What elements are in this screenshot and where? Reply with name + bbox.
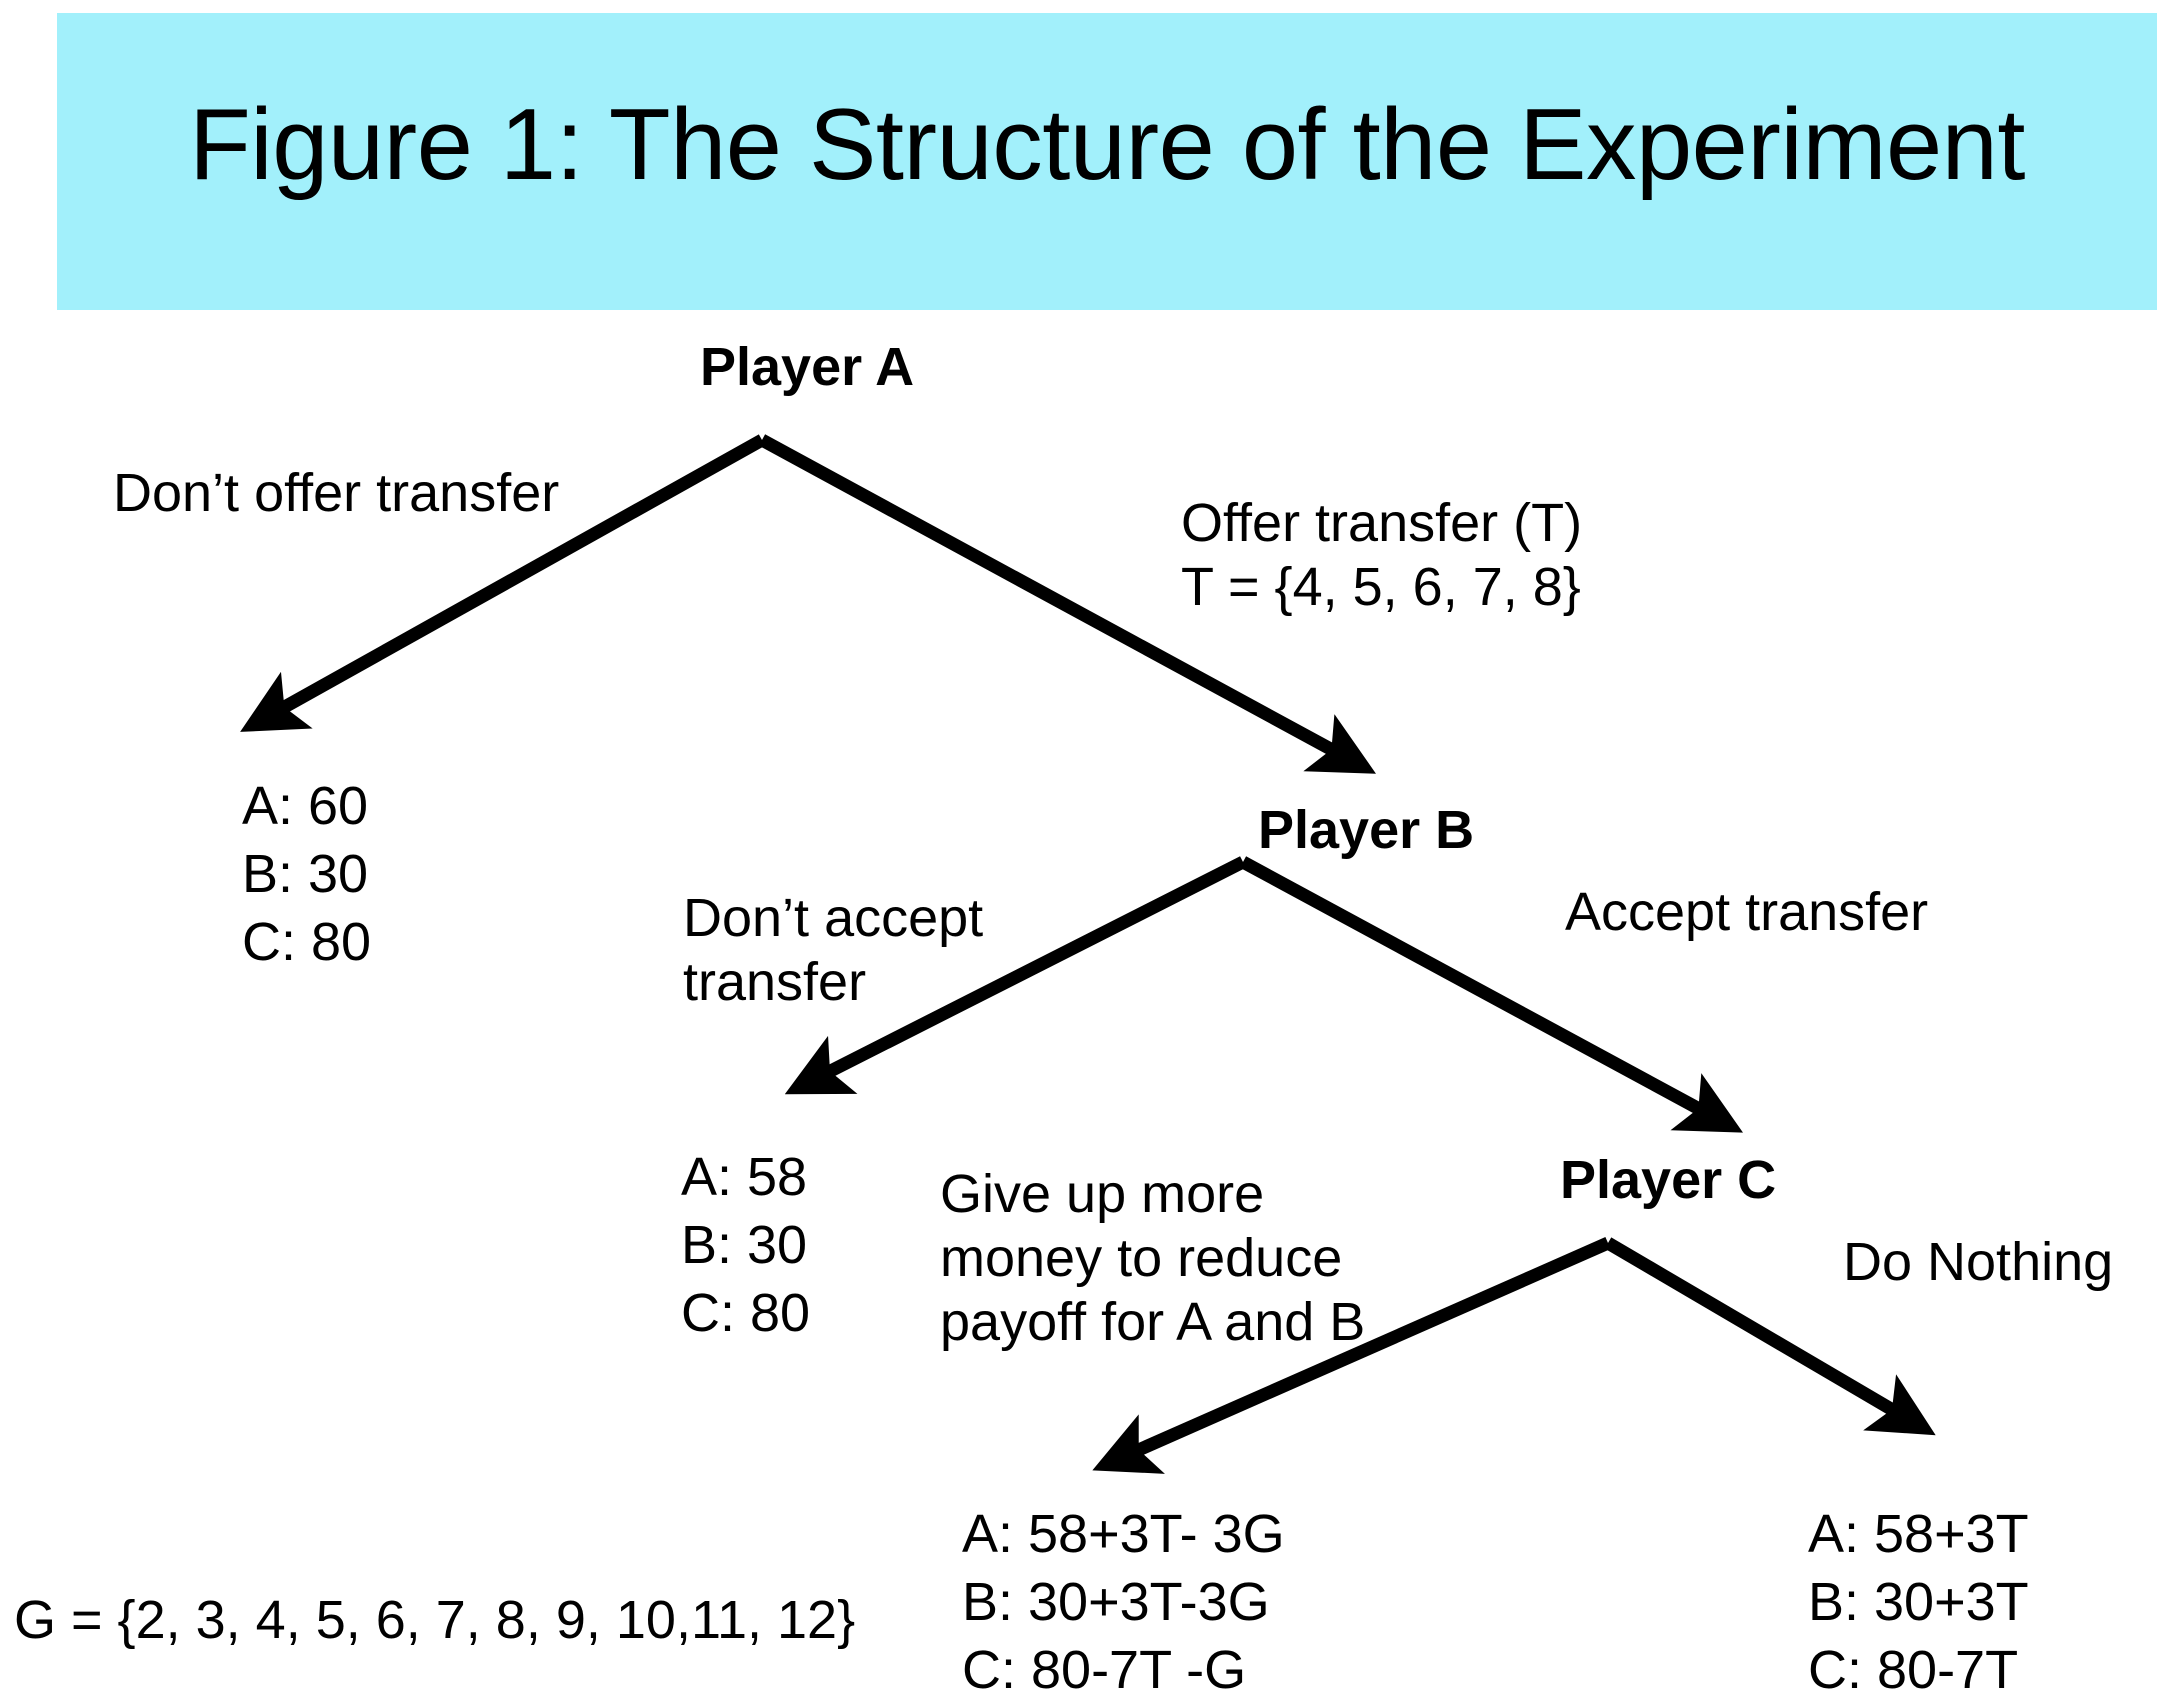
edge-b-accept-transfer (1239, 856, 1744, 1133)
payoff-c: C: 80-7T (1808, 1640, 2019, 1700)
edge-label-dont-offer-transfer: Don’t offer transfer (113, 463, 560, 523)
edge-label-dont-accept-transfer: Don’t accept transfer (683, 888, 984, 1012)
payoff-a: A: 58+3T (1808, 1504, 2029, 1564)
offer-transfer-line-1: Offer transfer (T) (1181, 493, 1583, 553)
edge-b-dont-accept (784, 856, 1246, 1095)
set-definition-g: G = {2, 3, 4, 5, 6, 7, 8, 9, 10,11, 12} (14, 1590, 856, 1650)
page-title: Figure 1: The Structure of the Experimen… (189, 89, 2025, 201)
payoff-b: B: 30 (242, 844, 369, 904)
payoff-node-dont-accept: A: 58 B: 30 C: 80 (681, 1143, 810, 1347)
payoff-b: B: 30 (681, 1215, 808, 1275)
edge-c-give-up (1092, 1237, 1611, 1474)
payoff-c: C: 80-7T -G (962, 1640, 1247, 1700)
node-label-player-c: Player C (1560, 1150, 1777, 1210)
payoff-b: B: 30+3T (1808, 1572, 2029, 1632)
node-label-player-b: Player B (1258, 800, 1475, 860)
payoff-node-do-nothing: A: 58+3T B: 30+3T C: 80-7T (1808, 1500, 2029, 1703)
edge-label-do-nothing: Do Nothing (1843, 1232, 2114, 1292)
payoff-a: A: 58 (681, 1147, 808, 1207)
edge-a-offer-transfer (758, 434, 1376, 774)
payoff-b: B: 30+3T-3G (962, 1572, 1270, 1632)
edge-label-give-up-money: Give up more money to reduce payoff for … (940, 1164, 1366, 1352)
edge-label-offer-transfer: Offer transfer (T) T = {4, 5, 6, 7, 8} (1181, 491, 1582, 619)
edge-label-accept-transfer: Accept transfer (1565, 882, 1929, 942)
offer-transfer-line-2: T = {4, 5, 6, 7, 8} (1181, 557, 1581, 617)
payoff-node-dont-offer: A: 60 B: 30 C: 80 (242, 772, 371, 976)
edge-c-do-nothing (1604, 1237, 1936, 1436)
edge-a-dont-offer (240, 434, 766, 732)
payoff-a: A: 60 (242, 776, 369, 836)
node-label-player-a: Player A (700, 337, 915, 397)
title-banner (57, 13, 2157, 310)
payoff-a: A: 58+3T- 3G (962, 1504, 1285, 1564)
payoff-c: C: 80 (242, 912, 372, 972)
payoff-node-give-up: A: 58+3T- 3G B: 30+3T-3G C: 80-7T -G (962, 1500, 1285, 1703)
payoff-c: C: 80 (681, 1283, 811, 1343)
